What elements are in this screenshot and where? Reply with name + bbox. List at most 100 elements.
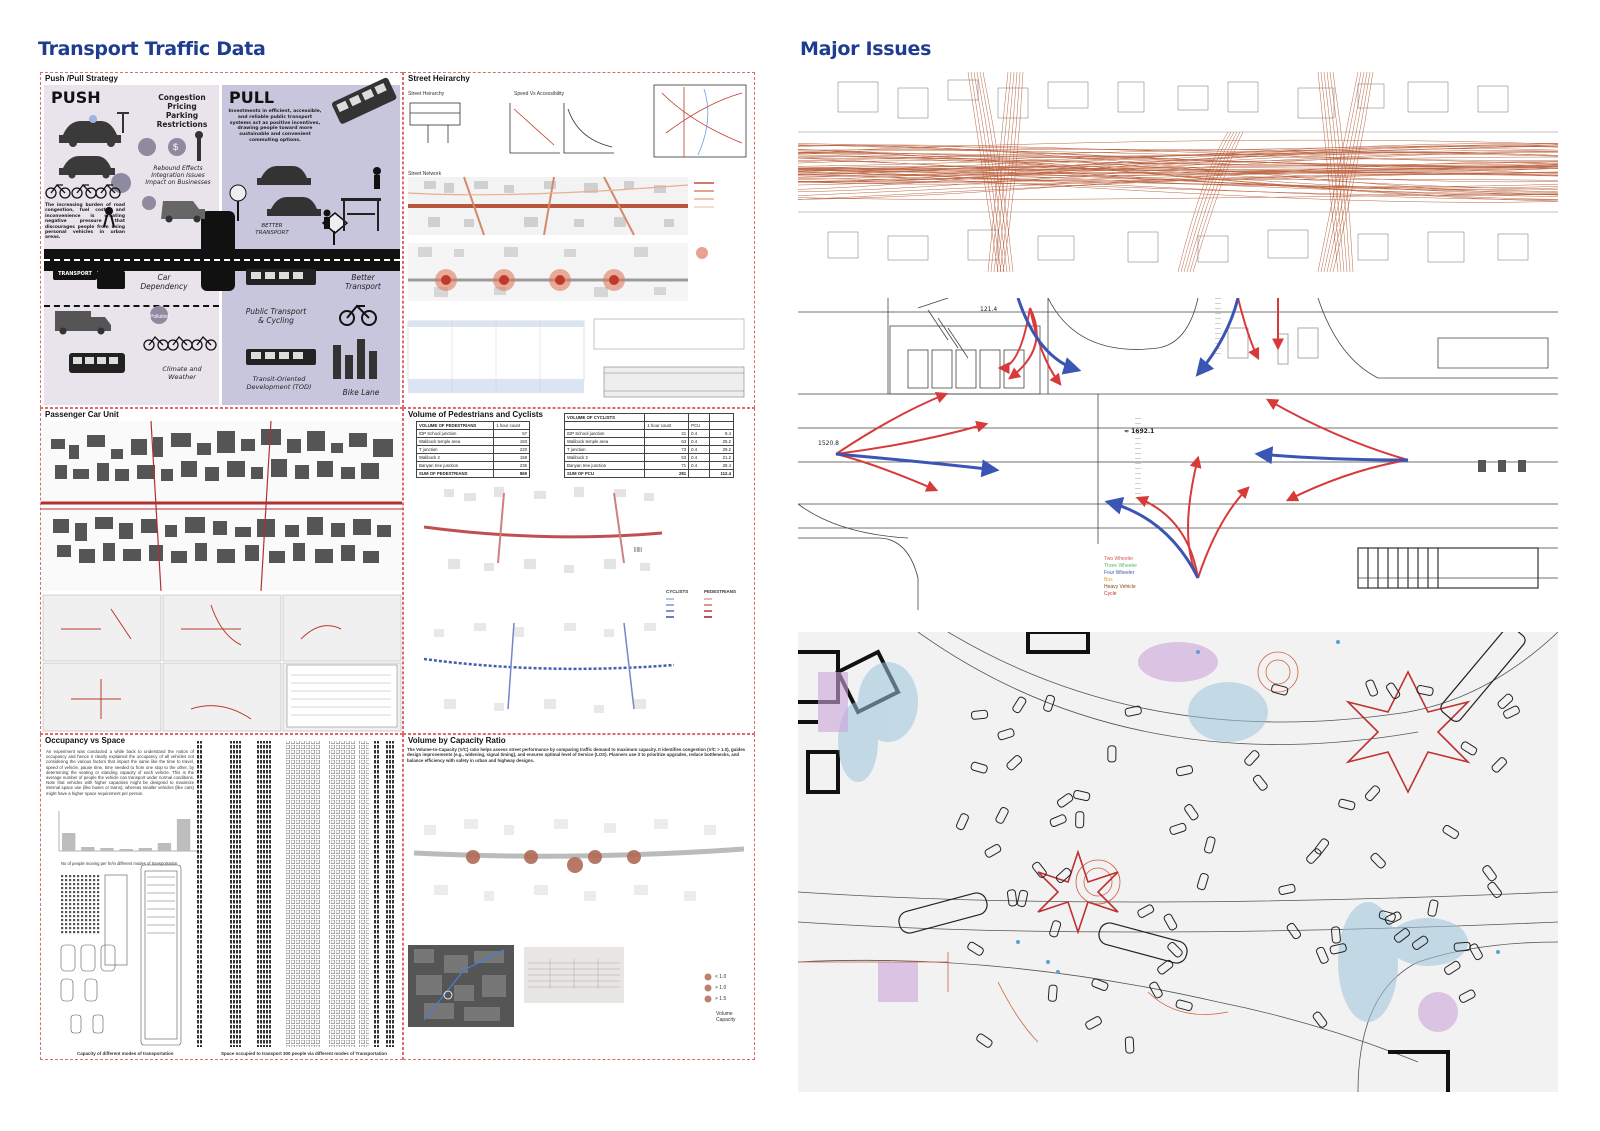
car-icon [1370,852,1386,869]
vc-legend-title: Volume Capacity [716,1011,736,1023]
train-icon-2 [246,349,316,365]
car-icon [1032,861,1047,878]
occupancy-chart-caption: No of people moving per hr/in different … [61,861,178,866]
issues-turning-movement-map: 121.4 1520.8 ≈ 1692.1 Two Wheeler Three … [798,298,1558,610]
car-icon [1460,741,1478,756]
car-icon [1047,984,1058,1002]
push-pull-icons: $ Pollution [45,77,397,379]
panel-passenger-car-unit: Passenger Car Unit [40,408,403,734]
car-icon [984,844,1002,858]
legend-bus: Bus [1104,577,1113,583]
car-icon [1469,943,1483,961]
legend-pedestrians: PEDESTRIANS [704,589,736,594]
car-icon [1055,867,1072,884]
car-icon [1012,696,1027,714]
bus-icon [331,77,397,124]
car-icon [1442,824,1460,839]
trajectory-line [798,178,1558,186]
trajectory-line [1192,131,1244,272]
legend-two-wheeler: Two Wheeler [1104,556,1134,562]
volume-title: Volume of Pedestrians and Cyclists [406,410,546,419]
bicycle-icon-lower [143,336,217,351]
trajectory-line [982,72,1014,272]
car-icon [1043,694,1056,712]
car-icon [1124,705,1142,717]
pickup-icon [161,201,205,219]
vc-ratio-description: The Volume-to-Capacity (V/C) ratio helps… [407,747,746,763]
siren-icon [89,115,97,123]
rebound-label: Rebound Effects Integration Issues Impac… [145,165,211,186]
car-icon [1167,942,1183,958]
car-icon [1124,1036,1135,1054]
fuel-icon [111,173,131,193]
trajectory-line [798,143,1558,163]
turning-movement-svg [798,298,1558,610]
car-icon [1169,822,1187,835]
trajectory-line [798,165,1558,183]
car-icon [1286,922,1302,940]
trajectory-line [798,164,1558,171]
trajectory-line [798,156,1558,200]
better-transport-top-label: BETTER TRANSPORT [255,223,289,236]
car-icon-3 [267,197,321,216]
car-icon [1315,946,1329,964]
car-icon [1073,789,1091,802]
truck-icon [55,311,111,331]
trajectory-line [798,174,1558,203]
vc-legend-3: > 1.5 [715,996,727,1002]
person-icon [195,131,203,139]
push-pull-title: Push /Pull Strategy [43,74,120,83]
street-hierarchy-diagrams [407,84,747,398]
trajectory-line [1320,72,1362,272]
trajectory-line [967,72,999,272]
car-icon [1458,989,1476,1003]
climate-label: Climate and Weather [162,365,202,381]
trajectory-line [798,160,1558,166]
push-label: PUSH [51,88,101,107]
speed-accessibility-title: Speed Vs Accessibility [514,91,565,97]
legend-four-wheeler: Four Wheeler [1104,570,1135,576]
public-transport-label: Public Transport & Cycling [245,307,307,325]
trajectory-line [798,160,1558,197]
person-icon-2 [373,167,381,175]
panel-occupancy: Occupancy vs Space An experiment was con… [40,734,403,1060]
trajectory-line [1326,72,1348,272]
car-icon [1175,765,1194,777]
trajectory-line [993,72,1015,272]
car-icon [1049,920,1062,938]
car-icon [1482,865,1497,882]
trajectory-line [996,72,1018,272]
car-icon [1196,872,1209,891]
car-icon [1427,899,1439,917]
trajectory-line [798,152,1558,183]
trajectory-map-svg [798,72,1558,272]
vc-ratio-title: Volume by Capacity Ratio [406,736,508,745]
car-icon [1314,838,1330,855]
street-network-title: Street Network [408,171,442,177]
trajectory-line [987,72,1009,272]
trajectory-line [798,150,1558,182]
trajectory-line [798,171,1558,185]
car-icon [1075,811,1085,829]
legend-cyclists: CYCLISTS [666,589,688,594]
car-icon [997,728,1015,741]
vc-legend-2: > 1.0 [715,985,727,991]
pull-label: PULL [229,88,275,107]
bus-stop-icon [341,198,381,231]
trajectory-line [798,169,1558,201]
chart-bar [157,843,172,851]
trajectory-line [1002,72,1024,272]
train-icon [246,269,316,285]
volume-maps: |||||| CYCLISTS PEDESTRIANS [423,487,736,713]
trajectory-line [798,193,1558,200]
trajectory-line [1332,72,1354,272]
car-icon [1453,941,1471,952]
bike-lane-label: Bike Lane [342,388,380,397]
bus-icon-lower [69,353,125,373]
trajectory-line [1183,131,1235,272]
